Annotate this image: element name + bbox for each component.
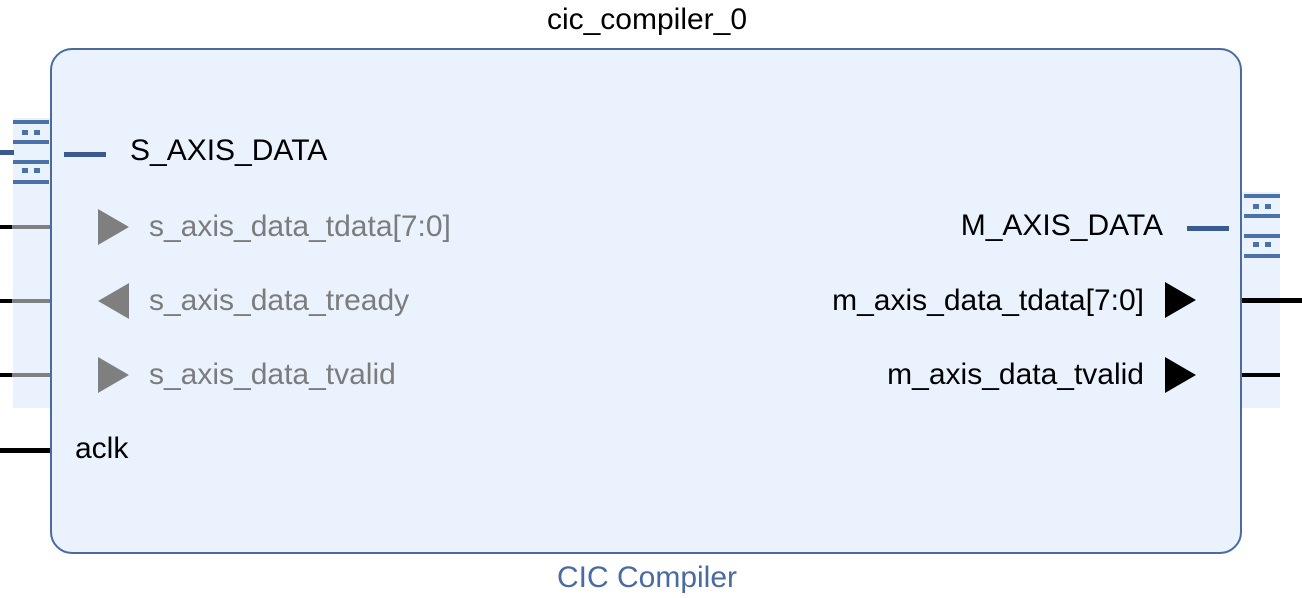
s-axis-bus-stub[interactable] [64,152,106,157]
m-axis-data-label[interactable]: M_AXIS_DATA [960,209,1163,242]
s-axis-tvalid-arrow-right-icon [98,357,129,393]
left-interface-panel [13,118,53,408]
s-axis-tvalid-wire-end [0,373,12,377]
m-axis-tvalid-arrow-right-icon [1165,357,1196,393]
s-axis-tready-label[interactable]: s_axis_data_tready [149,284,410,317]
s-axis-tvalid-label[interactable]: s_axis_data_tvalid [149,358,396,391]
s-axis-tdata-wire-end [0,225,12,229]
s-axis-bus-interface-icon[interactable] [13,118,49,188]
s-axis-tdata-wire[interactable] [0,225,50,229]
s-axis-bus-wire-outer[interactable] [0,150,14,155]
m-axis-bus-interface-icon[interactable] [1244,192,1280,262]
s-axis-tvalid-wire[interactable] [0,373,50,377]
instance-name: cic_compiler_0 [546,3,748,36]
m-axis-tvalid-wire[interactable] [1242,373,1280,377]
s-axis-tdata-label[interactable]: s_axis_data_tdata[7:0] [149,210,451,243]
s-axis-tready-wire-end [0,299,12,303]
s-axis-tready-arrow-left-icon [98,283,129,319]
m-axis-bus-stub[interactable] [1187,226,1229,231]
m-axis-tvalid-label[interactable]: m_axis_data_tvalid [887,358,1144,391]
m-axis-tdata-wire[interactable] [1242,298,1302,303]
s-axis-data-label[interactable]: S_AXIS_DATA [130,134,328,167]
m-axis-tdata-arrow-right-icon [1165,282,1196,318]
aclk-label[interactable]: aclk [75,432,129,465]
block-type-label: CIC Compiler [556,561,738,594]
aclk-wire[interactable] [0,448,50,453]
ip-block[interactable] [50,48,1242,554]
m-axis-tdata-label[interactable]: m_axis_data_tdata[7:0] [832,284,1144,317]
s-axis-tready-wire[interactable] [0,299,50,303]
s-axis-tdata-arrow-right-icon [98,209,129,245]
